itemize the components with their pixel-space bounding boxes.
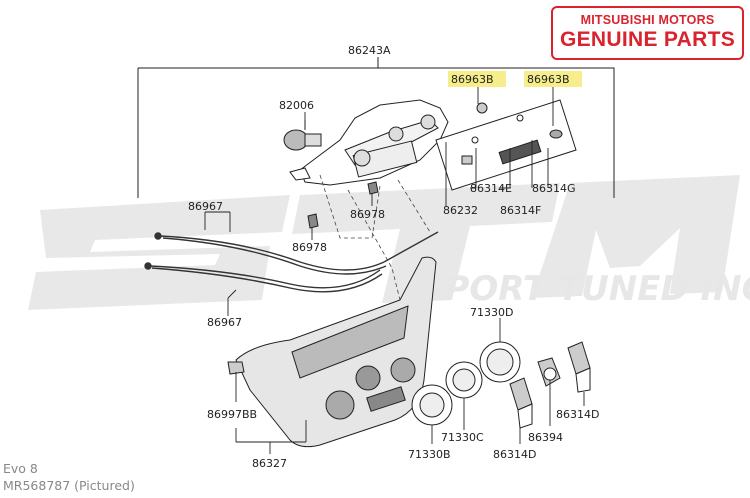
knob-86314D-b: [509, 377, 533, 429]
knob-86394: [537, 357, 561, 387]
label-86232: 86232: [443, 204, 478, 217]
genuine-parts-badge: MITSUBISHI MOTORS GENUINE PARTS: [551, 6, 744, 60]
brand-line2: GENUINE PARTS: [559, 28, 736, 51]
label-71330D: 71330D: [470, 306, 513, 319]
label-86967-1: 86967: [188, 200, 223, 213]
clip-86978-a: [367, 181, 379, 195]
label-86314D-1: 86314D: [556, 408, 599, 421]
label-86978-1: 86978: [350, 208, 385, 221]
label-86314G: 86314G: [532, 182, 576, 195]
knob-71330C: [445, 361, 483, 399]
stm-watermark: SPORT TUNED INC.: [28, 175, 750, 310]
leader-lines: [204, 82, 585, 454]
plate-86232: [435, 99, 577, 191]
label-86963B-2: 86963B: [527, 73, 570, 86]
label-71330C: 71330C: [441, 431, 484, 444]
label-86314F: 86314F: [500, 204, 541, 217]
label-86314E: 86314E: [470, 182, 512, 195]
label-86997BB: 86997BB: [207, 408, 257, 421]
cables-86967: [144, 231, 439, 293]
label-86243A: 86243A: [348, 44, 391, 57]
label-86327: 86327: [252, 457, 287, 470]
outline-box: [137, 67, 615, 198]
label-86314D-2: 86314D: [493, 448, 536, 461]
part-86997BB: [227, 361, 245, 375]
label-86967-2: 86967: [207, 316, 242, 329]
highlight-86963B-1: [448, 71, 506, 87]
label-86394: 86394: [528, 431, 563, 444]
label-86978-2: 86978: [292, 241, 327, 254]
label-86963B-1: 86963B: [451, 73, 494, 86]
knob-71330D: [479, 341, 521, 383]
model-caption: Evo 8: [3, 461, 38, 476]
label-71330B: 71330B: [408, 448, 451, 461]
label-82006: 82006: [279, 99, 314, 112]
bezel-86327: [235, 256, 437, 448]
guide-lines: [319, 174, 431, 301]
control-body: [289, 99, 449, 186]
watermark-subtext: SPORT TUNED INC.: [420, 269, 750, 309]
clip-86978-b: [307, 213, 319, 229]
motor-82006: [283, 120, 322, 151]
brand-line1: MITSUBISHI MOTORS: [580, 13, 715, 27]
part-number-caption: MR568787 (Pictured): [3, 478, 135, 493]
highlight-86963B-2: [524, 71, 582, 87]
knob-86314D-a: [567, 341, 591, 393]
knob-71330B: [411, 384, 453, 426]
part-labels: 86243A 82006 86963B 86963B 86314E 86314G…: [188, 44, 599, 470]
